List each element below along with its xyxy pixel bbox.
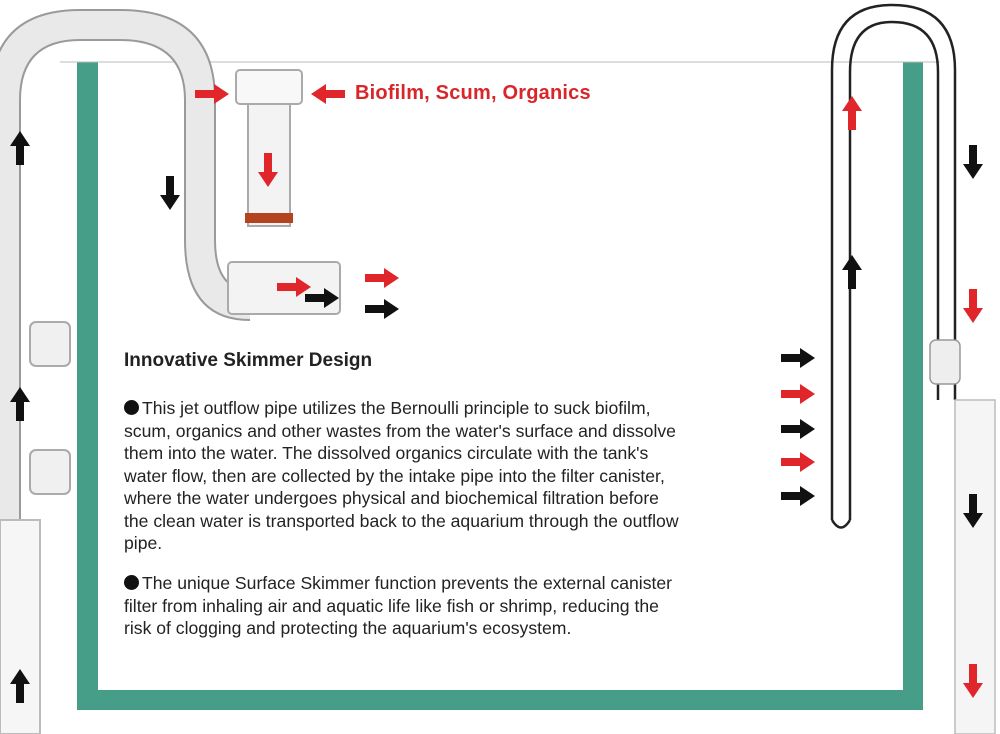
- arrow-down-icon: [160, 176, 180, 210]
- arrow-right-icon: [365, 299, 399, 319]
- flow-arrows: [10, 84, 983, 703]
- arrow-down-icon: [963, 664, 983, 698]
- paragraph-line: water flow, then are collected by the in…: [124, 465, 665, 486]
- paragraph-line: filter from inhaling air and aquatic lif…: [124, 595, 659, 616]
- arrow-right-icon: [781, 452, 815, 472]
- paragraph-line: pipe.: [124, 533, 163, 553]
- arrow-right-icon: [781, 419, 815, 439]
- arrow-up-icon: [10, 387, 30, 421]
- arrow-right-icon: [781, 348, 815, 368]
- arrow-down-icon: [963, 145, 983, 179]
- paragraph-line: This jet outflow pipe utilizes the Berno…: [124, 397, 679, 420]
- callout-label: Biofilm, Scum, Organics: [355, 82, 591, 104]
- line-text: This jet outflow pipe utilizes the Berno…: [142, 398, 651, 418]
- paragraph-bernoulli: This jet outflow pipe utilizes the Berno…: [124, 397, 679, 555]
- tank-interior: [98, 62, 903, 690]
- paragraph-surface-skimmer: The unique Surface Skimmer function prev…: [124, 572, 672, 640]
- arrow-right-icon: [781, 486, 815, 506]
- arrow-right-icon: [277, 277, 311, 297]
- paragraph-line: where the water undergoes physical and b…: [124, 488, 659, 508]
- paragraph-line: The unique Surface Skimmer function prev…: [124, 572, 672, 595]
- bullet-icon: [124, 400, 139, 415]
- aquarium-tank: [60, 61, 940, 710]
- arrow-right-icon: [195, 84, 229, 104]
- arrow-down-icon: [963, 494, 983, 528]
- paragraph-line: the clean water is transported back to t…: [124, 510, 679, 531]
- arrow-up-icon: [10, 131, 30, 165]
- arrow-down-icon: [258, 153, 278, 187]
- arrow-down-icon: [963, 289, 983, 323]
- paragraph-line: scum, organics and other wastes from the…: [124, 420, 676, 441]
- outflow-pipe: [830, 3, 996, 734]
- paragraph-line: them into the water. The dissolved organ…: [124, 443, 649, 463]
- bullet-icon: [124, 575, 139, 590]
- section-heading: Innovative Skimmer Design: [124, 350, 373, 371]
- line-text: The unique Surface Skimmer function prev…: [142, 573, 673, 593]
- arrow-right-icon: [305, 288, 339, 308]
- arrow-right-icon: [781, 384, 815, 404]
- arrow-up-icon: [842, 255, 862, 289]
- arrow-left-icon: [311, 84, 345, 104]
- arrow-right-icon: [365, 268, 399, 288]
- paragraph-line: risk of clogging and protecting the aqua…: [124, 618, 572, 638]
- arrow-up-icon: [10, 669, 30, 703]
- arrow-up-icon: [842, 96, 862, 130]
